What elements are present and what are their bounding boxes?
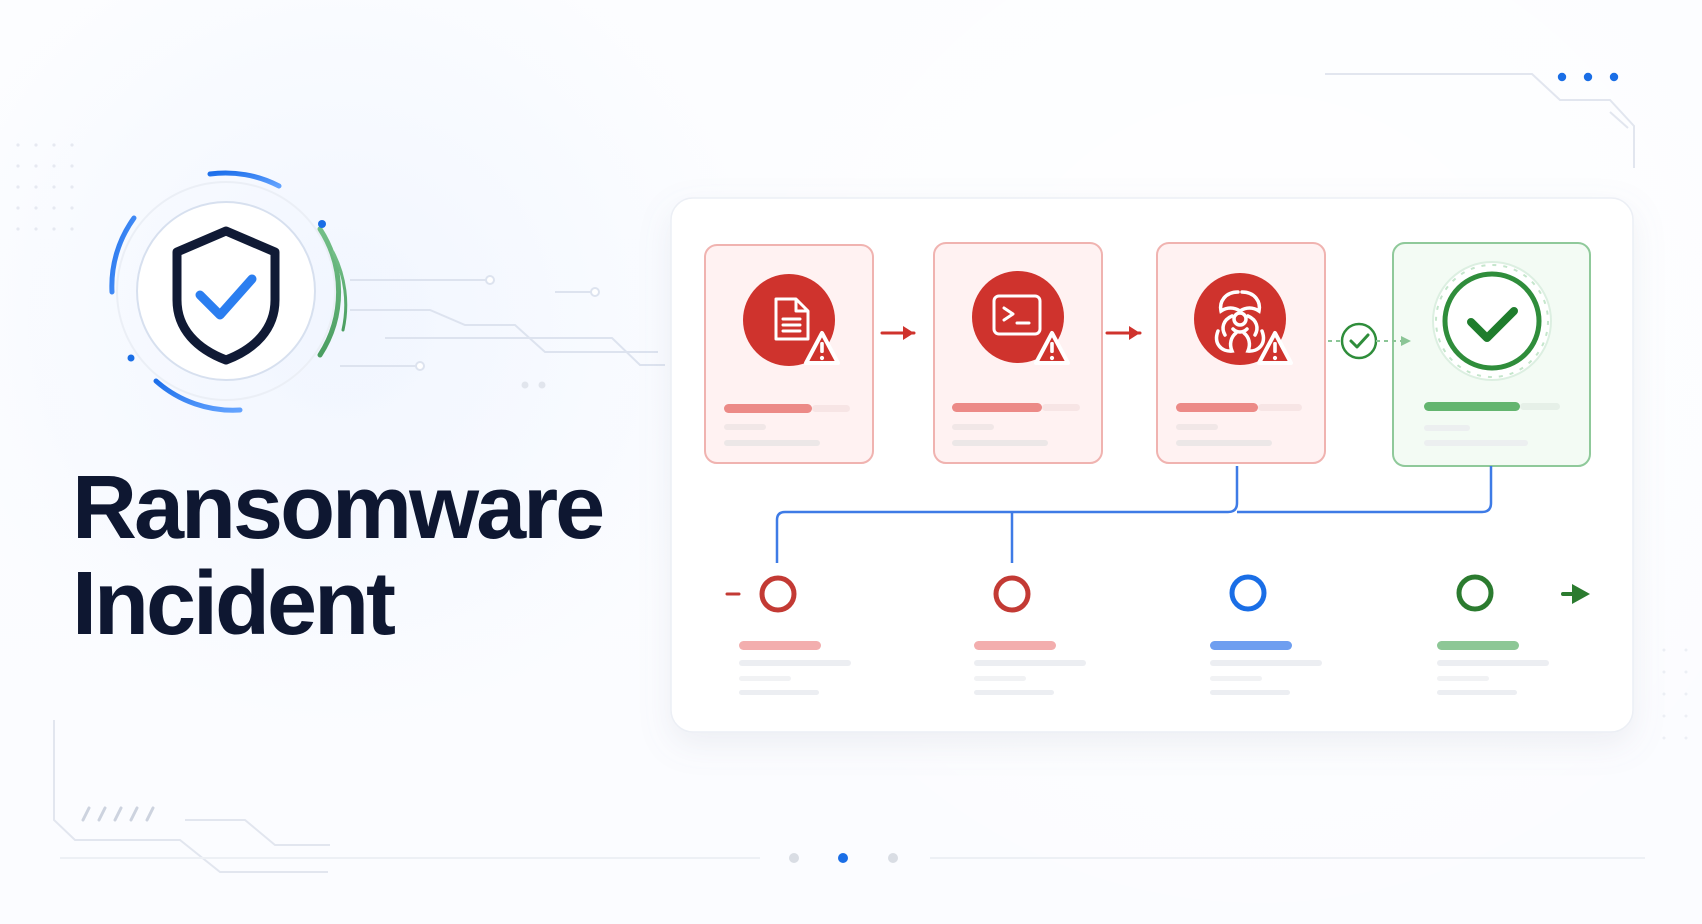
page-title: Ransomware Incident xyxy=(72,458,605,654)
timeline-node-3 xyxy=(1210,574,1322,695)
top-right-accent xyxy=(1325,72,1635,168)
dot-grid-bottom-right xyxy=(1662,648,1688,740)
stage-card-3 xyxy=(1156,242,1326,464)
warning-triangle-icon xyxy=(804,331,840,365)
dot-grid-top-left xyxy=(16,143,74,231)
warning-triangle-icon xyxy=(1257,331,1293,365)
biohazard-icon xyxy=(1214,290,1266,353)
page-title-line-2: Incident xyxy=(72,554,396,654)
pagination-dots xyxy=(789,853,898,863)
warning-triangle-icon xyxy=(1034,331,1070,365)
stage-card-4 xyxy=(1392,242,1591,467)
page-title-line-1: Ransomware xyxy=(72,458,605,558)
check-icon xyxy=(1467,307,1518,342)
check-circle-icon xyxy=(1340,322,1378,360)
pagination-dot-2[interactable] xyxy=(838,853,848,863)
pagination-dot-3[interactable] xyxy=(888,853,898,863)
document-icon xyxy=(774,297,810,341)
connector-lines xyxy=(775,466,1493,563)
stage-arrows xyxy=(880,322,1411,360)
bottom-left-accent xyxy=(53,720,330,873)
shield-badge xyxy=(109,170,348,413)
timeline xyxy=(725,574,1590,695)
stage-card-1 xyxy=(704,244,874,464)
background-decorations xyxy=(16,72,1688,873)
shield-check-icon xyxy=(172,226,280,365)
stage-card-2 xyxy=(933,242,1103,464)
circuit-lines-left xyxy=(340,275,665,389)
timeline-node-2 xyxy=(974,575,1086,695)
timeline-node-4 xyxy=(1437,574,1549,695)
timeline-node-1 xyxy=(739,575,851,695)
pagination-dot-1[interactable] xyxy=(789,853,799,863)
incident-panel xyxy=(670,197,1634,733)
terminal-icon xyxy=(992,294,1042,336)
